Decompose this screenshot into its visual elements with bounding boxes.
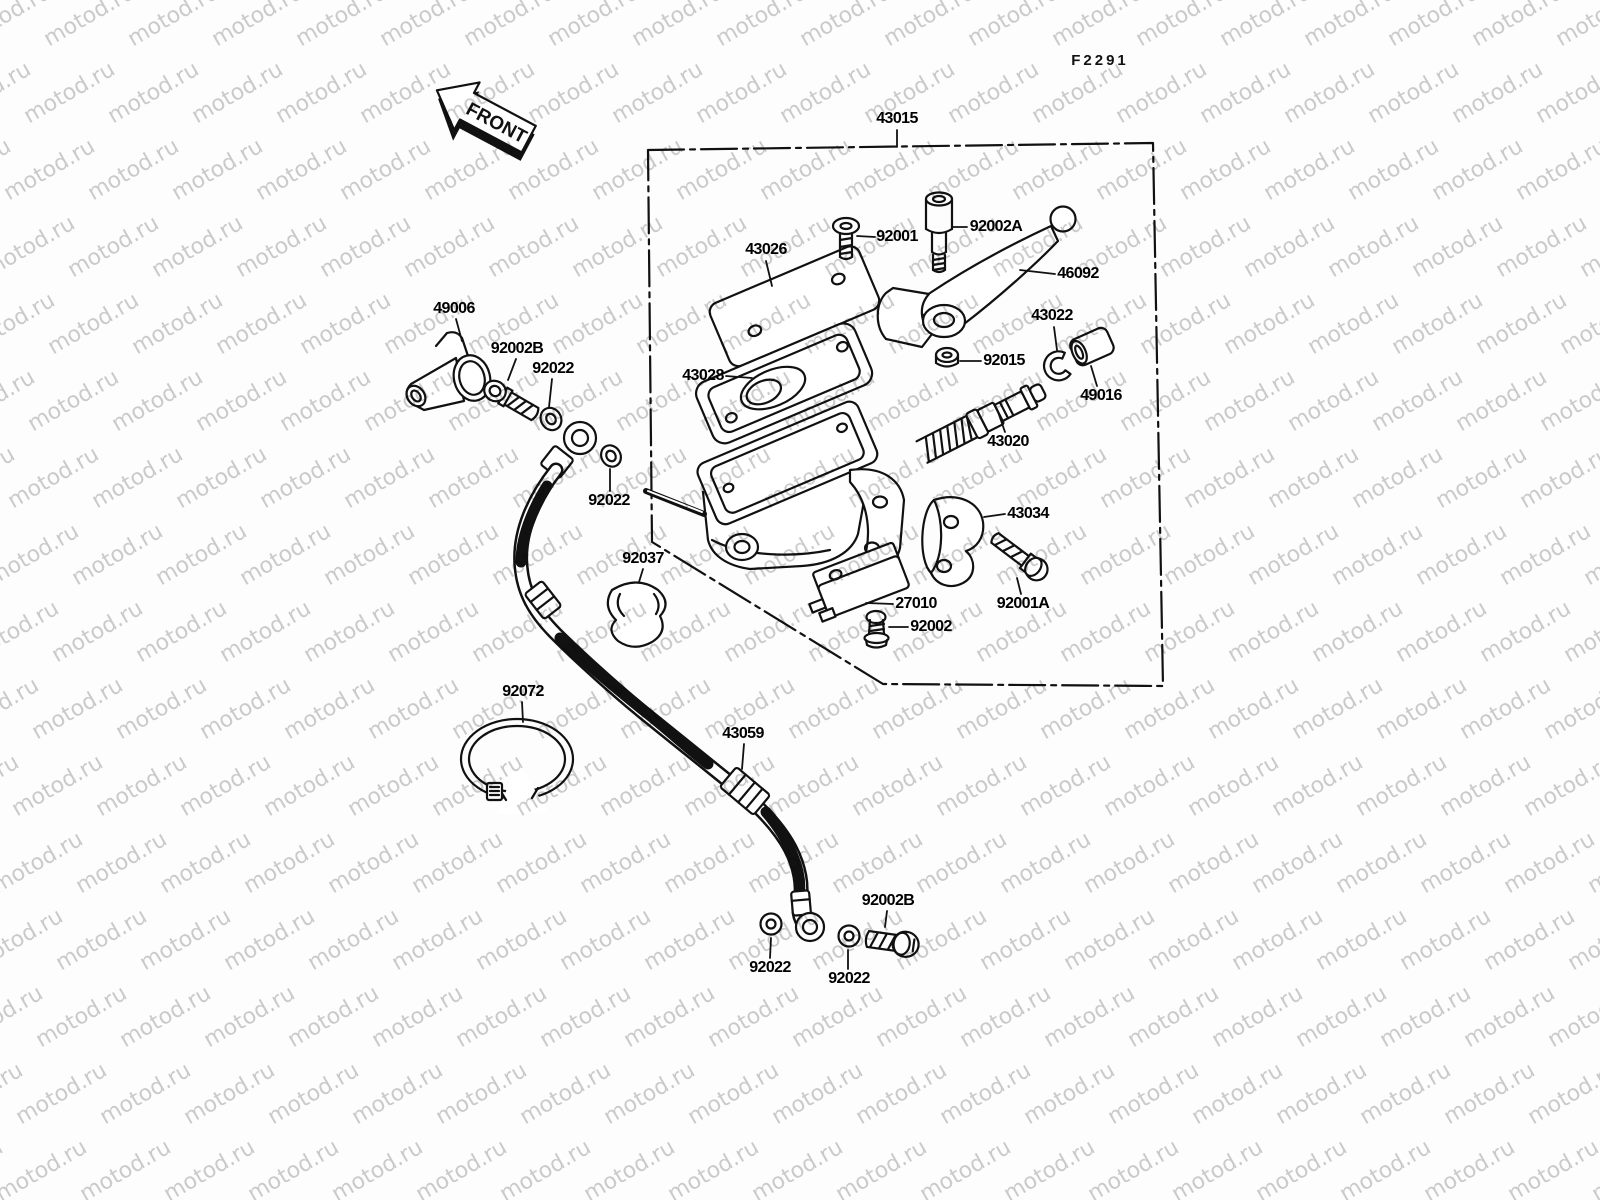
pivot-bolt-92002A-part (924, 191, 954, 274)
leader-line-92001A (1016, 577, 1022, 595)
leader-line-43026 (765, 260, 773, 287)
handlebar-clamp-43034-part (921, 496, 985, 588)
leader-line-43028 (725, 375, 753, 379)
master-cylinder-body-part (643, 400, 906, 572)
hose-clip-92037-part (606, 581, 667, 648)
part-callout-46092: 46092 (1057, 265, 1099, 282)
part-callout-49016: 49016 (1080, 387, 1122, 404)
part-callout-43034: 43034 (1007, 505, 1049, 522)
assembly-boundary-box (646, 141, 1165, 688)
leader-line-43059 (741, 743, 745, 770)
part-callout-92002: 92002 (910, 618, 952, 635)
bolt-92001A-part (990, 532, 1049, 582)
leader-line-layer (455, 129, 1098, 970)
leader-line-92037 (638, 568, 644, 583)
leader-line-27010 (865, 602, 894, 605)
part-callout-92022: 92022 (588, 492, 630, 509)
hose-ferrule-upper (524, 580, 562, 620)
leader-line-92022 (548, 378, 553, 408)
part-callout-92002A: 92002A (969, 218, 1023, 235)
part-callout-27010: 27010 (895, 595, 937, 612)
part-callout-92015: 92015 (983, 352, 1025, 369)
washer-92022-part-4 (837, 924, 861, 948)
screw-92002-part (863, 609, 890, 649)
part-callout-92022: 92022 (532, 360, 574, 377)
leader-line-43034 (983, 513, 1006, 518)
washer-92022-part-2 (600, 444, 622, 468)
leader-line-49006 (455, 318, 463, 342)
part-callout-92037: 92037 (622, 550, 664, 567)
nut-92015-part (934, 346, 960, 368)
leader-line-49016 (1090, 365, 1098, 387)
part-callout-92022: 92022 (749, 959, 791, 976)
leader-line-92002B (507, 358, 517, 381)
brake-hose-part (513, 462, 816, 936)
part-callout-92002B: 92002B (490, 340, 544, 357)
clamp-band-92072-part (459, 717, 575, 814)
screw-92001-part (831, 216, 861, 261)
hose-ferrule-lower (790, 889, 812, 917)
leader-line-46092 (1019, 269, 1056, 275)
hose-fitting-43059-part (719, 767, 771, 815)
part-callout-49006: 49006 (433, 300, 475, 317)
hose-banjo-lower-part (794, 911, 826, 943)
piston-assembly-part (915, 383, 1047, 464)
part-callout-92022: 92022 (828, 970, 870, 987)
washer-92022-part-3 (759, 912, 783, 936)
banjo-bolt-upper-part (483, 379, 540, 422)
part-callout-92001A: 92001A (996, 595, 1050, 612)
part-callout-43059: 43059 (722, 725, 764, 742)
leader-line-92002B (884, 910, 888, 928)
part-callout-92001: 92001 (876, 228, 918, 245)
leader-line-43020 (996, 408, 1006, 433)
diaphragm-plate-part (694, 322, 874, 445)
leader-line-43022 (1053, 326, 1058, 351)
leader-line-92022 (769, 937, 772, 959)
part-callout-43015: 43015 (876, 110, 918, 127)
dust-boot-part (1069, 326, 1115, 367)
part-callout-92002B: 92002B (861, 892, 915, 909)
brake-switch-27010-part (808, 541, 910, 623)
figure-code: F2291 (1071, 52, 1129, 69)
part-callout-92072: 92072 (502, 683, 544, 700)
brake-lever-part (876, 205, 1077, 349)
part-callout-43022: 43022 (1031, 307, 1073, 324)
leader-line-92072 (521, 701, 524, 723)
part-callout-43026: 43026 (745, 241, 787, 258)
circlip-part (1042, 350, 1072, 382)
washer-92022-part-1 (539, 406, 563, 432)
leader-line-92001 (856, 235, 876, 238)
part-callout-43028: 43028 (682, 367, 724, 384)
part-callout-43020: 43020 (987, 433, 1029, 450)
reservoir-elbow-part (405, 331, 492, 412)
banjo-bolt-lower-part (864, 929, 920, 958)
